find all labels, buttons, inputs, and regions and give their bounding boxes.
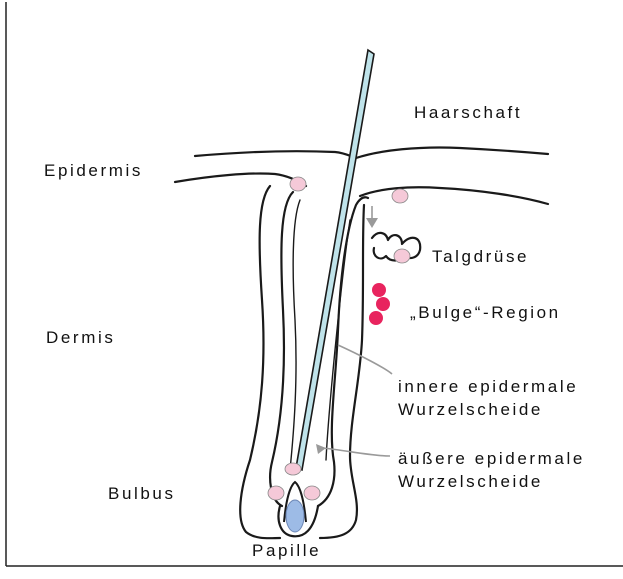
- label-papille: Papille: [252, 541, 321, 560]
- cell-bulb-right: [304, 486, 320, 500]
- cell-bulb-top: [285, 463, 301, 475]
- epidermis-bottom-line-left: [175, 173, 306, 186]
- pointer-talgdruese-arrow: [366, 218, 378, 228]
- epidermis-bottom-line-right: [360, 187, 548, 204]
- cell-gland: [394, 249, 410, 263]
- label-aeussere-line1: äußere epidermale: [398, 449, 585, 468]
- label-dermis: Dermis: [46, 328, 115, 347]
- cell-epidermis-left: [290, 177, 306, 191]
- label-haarschaft: Haarschaft: [414, 103, 522, 122]
- label-innere-line1: innere epidermale: [398, 377, 578, 396]
- label-bulbus: Bulbus: [108, 484, 176, 503]
- label-innere-line2: Wurzelscheide: [398, 400, 543, 419]
- bulge-cell-3: [369, 311, 383, 325]
- papilla-icon: [286, 500, 304, 532]
- label-epidermis: Epidermis: [44, 161, 143, 180]
- epidermis-top-line: [195, 147, 548, 158]
- bulge-cell-1: [372, 283, 386, 297]
- cell-epidermis-right: [392, 189, 408, 203]
- label-talgdruese: Talgdrüse: [432, 247, 529, 266]
- pointer-aeussere-arrow: [316, 444, 326, 454]
- pointer-innere: [338, 345, 392, 374]
- follicle-inner-left: [270, 192, 293, 506]
- cell-bulb-left: [268, 486, 284, 500]
- follicle-outer-left: [240, 186, 280, 538]
- follicle-innermost-left: [290, 200, 300, 470]
- follicle-outer-right: [320, 205, 364, 538]
- bulge-cell-2: [376, 297, 390, 311]
- label-aeussere-line2: Wurzelscheide: [398, 472, 543, 491]
- label-bulge-region: „Bulge“-Region: [410, 303, 561, 322]
